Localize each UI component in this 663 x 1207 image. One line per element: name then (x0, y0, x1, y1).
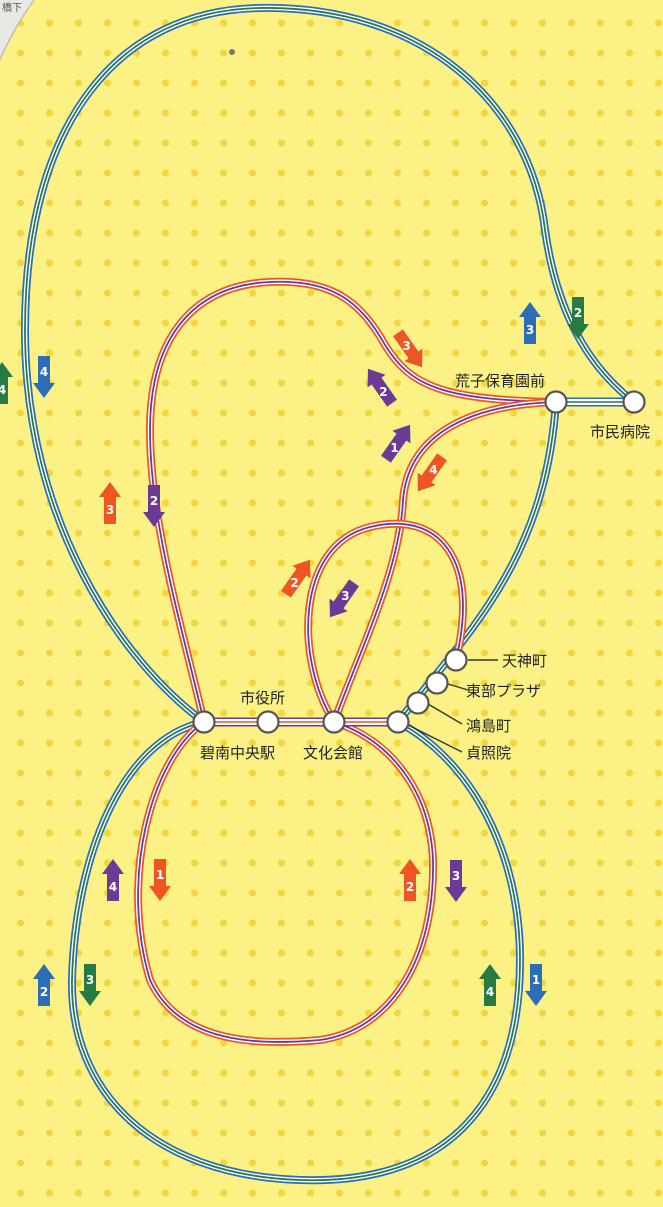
corner-text: 橋下 (2, 1, 22, 14)
arrow-label: 2 (379, 385, 387, 399)
stop-tobu-plaza (425, 671, 449, 695)
direction-arrow: 4 (102, 859, 124, 901)
stop-shimin-byoin (622, 390, 646, 414)
arrow-label: 2 (150, 494, 158, 508)
arrow-label: 3 (341, 589, 349, 603)
arrow-label: 4 (40, 365, 48, 379)
label-shiyakusho: 市役所 (240, 689, 285, 707)
direction-arrow: 2 (281, 559, 311, 598)
direction-arrow: 3 (445, 860, 467, 902)
label-shimin-byoin: 市民病院 (590, 423, 650, 441)
arrow-label: 1 (156, 868, 164, 882)
direction-arrow: 1 (381, 424, 411, 463)
arrow-label: 2 (574, 306, 582, 320)
label-araku-hoikuen: 荒子保育園前 (455, 372, 545, 390)
arrow-label: 1 (532, 973, 540, 987)
direction-arrow: 4 (479, 964, 501, 1006)
direction-arrow: 1 (149, 859, 171, 901)
direction-arrow: 2 (33, 964, 55, 1006)
route-lines (25, 8, 639, 1180)
stop-labels: 碧南中央駅 市役所 文化会館 貞照院 鴻島町 東部プラザ 天神町 荒子保育園前 … (200, 372, 650, 762)
label-teishoin: 貞照院 (466, 744, 511, 762)
arrow-label: 4 (0, 383, 6, 397)
arrow-label: 4 (486, 985, 494, 999)
arrow-label: 3 (86, 973, 94, 987)
stop-hekinan-chuo (192, 710, 216, 734)
direction-arrow: 3 (79, 964, 101, 1006)
stop-araku-hoikuen (544, 390, 568, 414)
direction-arrow: 3 (393, 329, 423, 368)
arrow-label: 1 (390, 441, 398, 455)
label-bunka-kaikan: 文化会館 (303, 744, 363, 762)
stop-kojima-cho (406, 691, 430, 715)
direction-arrow: 4 (33, 356, 55, 398)
stop-bunka-kaikan (322, 710, 346, 734)
direction-arrow: 4 (0, 362, 13, 404)
arrow-label: 2 (40, 985, 48, 999)
direction-arrows: 3 2 4 4 3 2 3 2 1 4 2 3 4 1 2 3 2 3 4 1 (0, 297, 589, 1006)
direction-arrow: 1 (525, 964, 547, 1006)
map-dot (229, 49, 235, 55)
direction-arrow: 3 (329, 579, 359, 618)
arrow-label: 4 (429, 463, 437, 477)
direction-arrow: 2 (143, 485, 165, 527)
arrow-label: 3 (106, 503, 114, 517)
direction-arrow: 3 (519, 302, 541, 344)
arrow-label: 3 (402, 339, 410, 353)
arrow-label: 3 (452, 869, 460, 883)
direction-arrow: 2 (399, 859, 421, 901)
direction-arrow: 4 (417, 453, 447, 492)
leader-lines (405, 659, 498, 753)
label-hekinan-chuo: 碧南中央駅 (200, 744, 275, 762)
label-kojima-cho: 鴻島町 (466, 717, 511, 735)
arrow-label: 2 (406, 880, 414, 894)
direction-arrow: 2 (567, 297, 589, 339)
direction-arrow: 2 (367, 368, 397, 407)
arrow-label: 4 (109, 880, 117, 894)
stop-teishoin (386, 710, 410, 734)
label-tenjin-cho: 天神町 (502, 652, 547, 670)
stop-tenjin-cho (444, 648, 468, 672)
page-curl: 橋下 (0, 0, 35, 61)
stop-markers (192, 390, 646, 734)
direction-arrow: 3 (99, 482, 121, 524)
label-tobu-plaza: 東部プラザ (466, 682, 541, 700)
stop-shiyakusho (256, 710, 280, 734)
arrow-label: 3 (526, 323, 534, 337)
arrow-label: 2 (290, 576, 298, 590)
